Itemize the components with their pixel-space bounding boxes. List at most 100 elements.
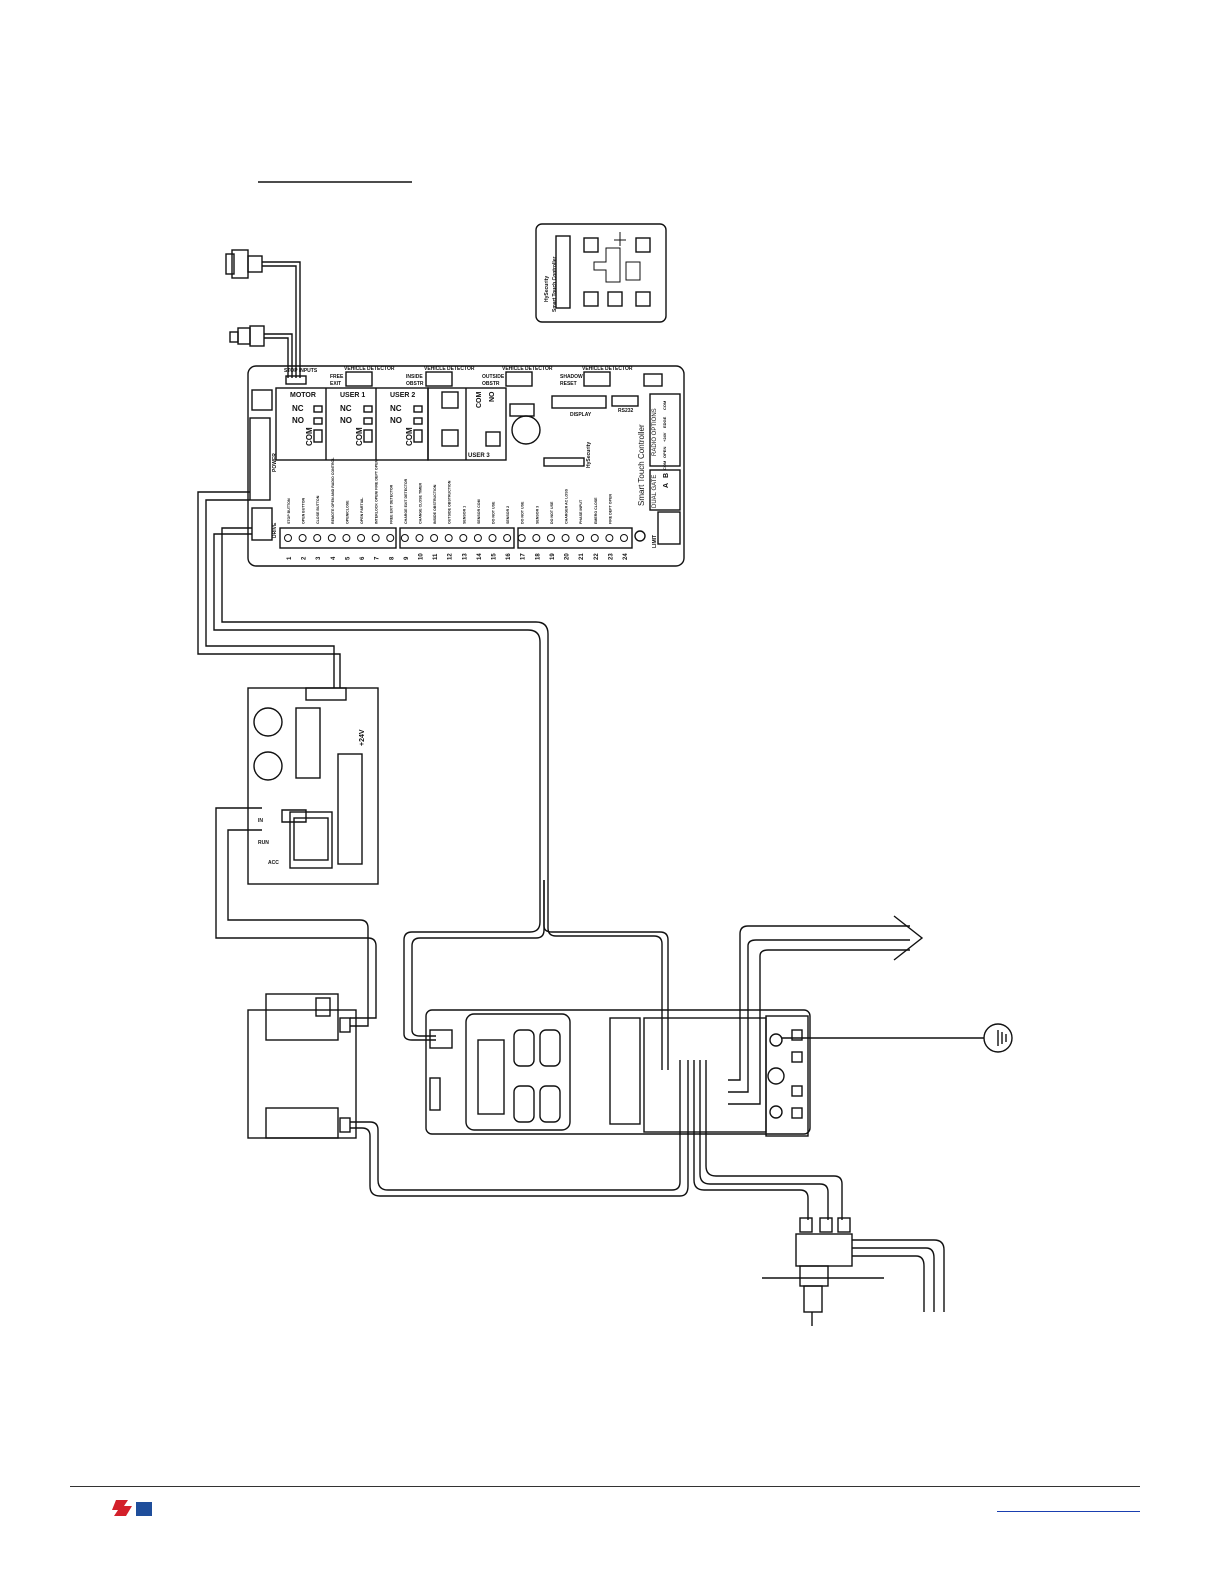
terminal-number: 7 bbox=[375, 556, 381, 560]
terminal-number: 5 bbox=[345, 556, 351, 560]
terminal-label: SENSOR COM bbox=[477, 499, 481, 524]
terminal-screw bbox=[517, 534, 526, 542]
outside-label-2: OBSTR bbox=[482, 381, 500, 387]
terminal-label: CHANGE CLOSE TIMER bbox=[418, 482, 422, 524]
terminal-label: FREE EXIT DETECTOR bbox=[389, 484, 393, 524]
terminal-label: SENSOR 2 bbox=[506, 506, 510, 524]
terminal-label: OPEN PARTIAL bbox=[360, 497, 364, 524]
brand-label: HySecurity bbox=[586, 442, 592, 468]
drive-to-transformer-wires bbox=[215, 807, 377, 1027]
limit-label: LIMIT bbox=[652, 535, 658, 548]
terminal-number: 20 bbox=[565, 553, 571, 560]
terminal-screw bbox=[473, 534, 482, 542]
drive-board-voltage: +24V bbox=[359, 729, 366, 746]
terminal-number: 21 bbox=[579, 553, 585, 560]
terminal-screw bbox=[546, 534, 555, 542]
terminal-number: 3 bbox=[316, 556, 322, 560]
drive-relay-run: RUN bbox=[258, 840, 269, 846]
terminal-label: FIRE DEPT OPEN bbox=[608, 494, 612, 524]
relay-user2-label: USER 2 bbox=[390, 392, 415, 399]
terminal-number: 11 bbox=[433, 553, 439, 560]
terminal-number: 10 bbox=[418, 553, 424, 560]
harness-wires bbox=[197, 491, 669, 1070]
relay-motor-label: MOTOR bbox=[290, 392, 316, 399]
terminal-screw bbox=[503, 534, 512, 542]
key-switch-sensor bbox=[229, 325, 293, 378]
free-exit-label-2: EXIT bbox=[330, 381, 341, 387]
smart-touch-controller-board bbox=[247, 365, 685, 567]
vfd-to-switch-wires bbox=[693, 1060, 843, 1220]
terminal-screw bbox=[298, 534, 307, 542]
radio-options-label: RADIO OPTIONS bbox=[652, 408, 658, 456]
terminal-label: INSIDE OBSTRUCTION bbox=[433, 484, 437, 524]
terminal-screw bbox=[444, 534, 453, 542]
product-name-label: Smart Touch Controller bbox=[637, 424, 646, 506]
terminal-screw bbox=[284, 534, 292, 542]
user3-com-label: COM bbox=[476, 392, 483, 409]
terminal-label: PHASE INPUT bbox=[579, 499, 583, 524]
user1-nc-label: NC bbox=[340, 404, 352, 413]
terminal-screw bbox=[620, 534, 628, 542]
drive-label: DRIVE bbox=[272, 522, 278, 538]
inside-label-2: OBSTR bbox=[406, 381, 424, 387]
relay-user1-label: USER 1 bbox=[340, 392, 365, 399]
terminal-number: 9 bbox=[404, 556, 410, 560]
variable-frequency-drive bbox=[425, 1009, 811, 1137]
terminal-number: 4 bbox=[331, 556, 337, 560]
vehicle-detector-label-3: VEHICLE DETECTOR bbox=[502, 366, 553, 372]
stop-inputs-label: STOP INPUTS bbox=[284, 368, 318, 374]
shadow-label-1: SHADOW bbox=[560, 374, 583, 380]
terminal-label: REMOTE OPEN AND RADIO CONTROL bbox=[331, 457, 335, 524]
terminal-label: OPEN BUTTON bbox=[302, 498, 306, 524]
terminal-screw bbox=[313, 534, 322, 542]
terminal-number: 18 bbox=[535, 553, 541, 560]
controller-label-card bbox=[535, 223, 667, 323]
gate-b-label: B bbox=[663, 473, 670, 478]
terminal-label: SENSOR 1 bbox=[462, 506, 466, 524]
user2-com-label: COM bbox=[405, 427, 414, 446]
power-output-lines bbox=[728, 915, 924, 1105]
radio-open: OPEN bbox=[662, 447, 667, 458]
terminal-label: DO NOT USE bbox=[492, 501, 496, 524]
radio-edge: EDGE bbox=[662, 416, 667, 428]
terminal-number: 14 bbox=[477, 553, 483, 560]
stop-button-sensor bbox=[225, 249, 301, 378]
rs232-label: RS232 bbox=[618, 408, 634, 414]
terminal-label: CHARGER AC LOSS bbox=[565, 488, 569, 524]
terminal-label: INTERLOCK OPEN/ FIRE DEPT OPEN bbox=[375, 460, 379, 524]
free-exit-label-1: FREE bbox=[330, 374, 344, 380]
footer-link-underline[interactable] bbox=[997, 1511, 1140, 1512]
terminal-label: OPEN/CLOSE bbox=[345, 500, 349, 524]
ground-connection bbox=[782, 1023, 1013, 1053]
terminal-label: SENSOR 3 bbox=[535, 506, 539, 524]
terminal-label: STOP BUTTON bbox=[287, 498, 291, 524]
vehicle-detector-label-2: VEHICLE DETECTOR bbox=[424, 366, 475, 372]
terminal-screw bbox=[342, 534, 351, 542]
terminal-screw bbox=[400, 534, 409, 542]
terminal-screw bbox=[430, 534, 439, 542]
power-label: POWER bbox=[272, 453, 278, 472]
terminal-number: 13 bbox=[462, 553, 468, 560]
drive-relay-in: IN bbox=[258, 818, 263, 824]
transformer bbox=[247, 993, 357, 1139]
terminal-label: DO NOT USE bbox=[550, 501, 554, 524]
radio-24v: +24V bbox=[662, 432, 667, 442]
terminal-number: 23 bbox=[608, 553, 614, 560]
terminal-number: 1 bbox=[287, 556, 293, 560]
user2-nc-label: NC bbox=[390, 404, 402, 413]
shadow-label-2: RESET bbox=[560, 381, 577, 387]
terminal-screw bbox=[605, 534, 614, 542]
ground-symbol-icon bbox=[983, 1023, 1013, 1053]
motor-com-label: COM bbox=[305, 427, 314, 446]
terminal-screw bbox=[532, 534, 541, 542]
terminal-number: 22 bbox=[594, 553, 600, 560]
outside-label-1: OUTSIDE bbox=[482, 374, 505, 380]
transformer-to-vfd-wires bbox=[350, 1060, 689, 1197]
terminal-number: 6 bbox=[360, 556, 366, 560]
terminal-label: OUTSIDE OBSTRUCTION bbox=[448, 480, 452, 524]
label-card-brand: HySecurity bbox=[544, 276, 550, 302]
terminal-screw bbox=[561, 534, 570, 542]
vehicle-detector-label-4: VEHICLE DETECTOR bbox=[582, 366, 633, 372]
